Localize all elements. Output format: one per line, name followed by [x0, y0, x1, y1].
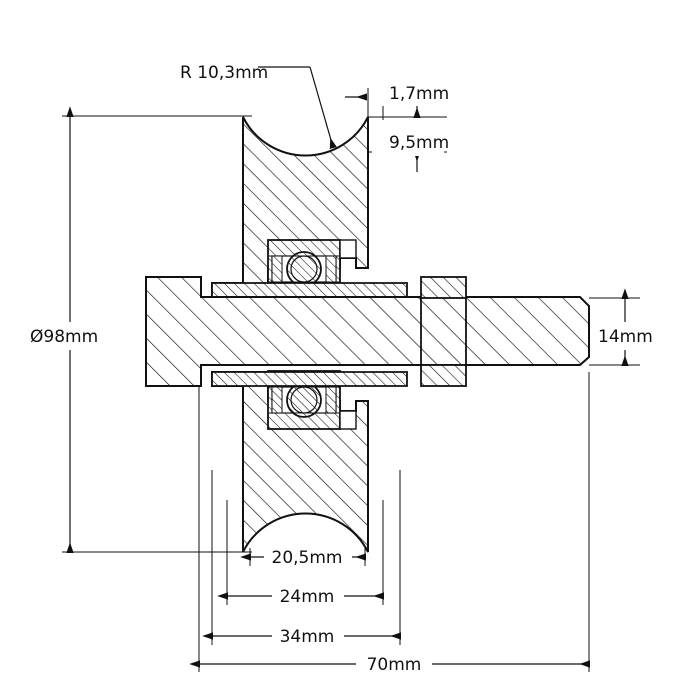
dimension-labels: R 10,3mm 1,7mm 9,5mm Ø98mm 14mm 20,5mm 2…: [30, 63, 653, 675]
dim-label-total-length: 70mm: [367, 655, 422, 675]
dim-label-outer-diameter: Ø98mm: [30, 327, 98, 347]
label-backers: [26, 58, 654, 677]
dim-label-bearing-span: 24mm: [280, 587, 335, 607]
shaft: [145, 276, 590, 387]
dim-label-hub-width: 34mm: [280, 627, 335, 647]
spacer-collar: [420, 276, 467, 387]
dim-label-groove-width: 20,5mm: [272, 548, 343, 568]
dim-label-flange-width: 1,7mm: [389, 84, 449, 104]
dim-label-radius-groove: R 10,3mm: [180, 63, 268, 83]
hub-retainer-plates: [211, 282, 408, 387]
dim-radius-leader: [258, 66, 337, 150]
dim-label-groove-depth: 9,5mm: [389, 133, 449, 153]
dim-label-shaft-diameter: 14mm: [598, 327, 653, 347]
